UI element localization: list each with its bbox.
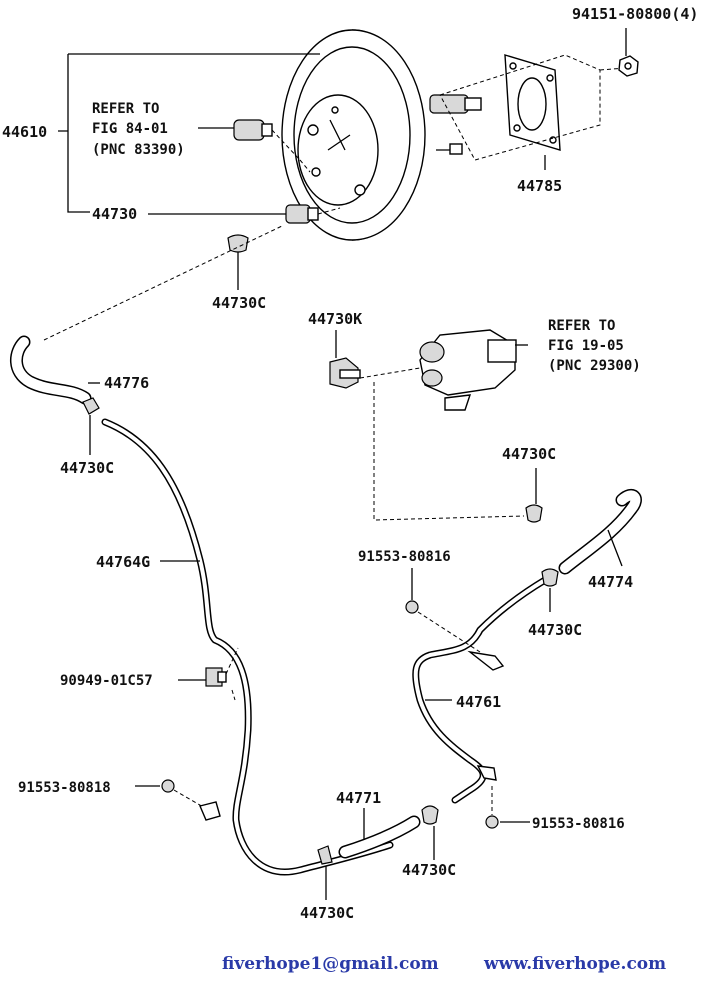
bolt-91553-80816-a (405, 600, 481, 653)
ref2-line1: REFER TO (548, 318, 615, 334)
label-44764g: 44764G (96, 553, 150, 571)
footer-email: fiverhope1@gmail.com (222, 954, 439, 974)
ref2-line2: FIG 19-05 (548, 338, 624, 354)
clip-44730c-bottom-mid (421, 805, 439, 825)
clip-44730c-mid (541, 568, 559, 587)
label-44730c-right: 44730C (502, 445, 556, 463)
hose-44774 (558, 489, 642, 575)
label-44730: 44730 (92, 205, 137, 223)
label-91553-80818: 91553-80818 (18, 780, 111, 796)
label-91553-80816-a: 91553-80816 (358, 549, 451, 565)
clip-44730c-left (82, 397, 100, 415)
vacuum-pump (419, 329, 528, 411)
label-44730c-bottom: 44730C (300, 904, 354, 922)
ref1-line2: FIG 84-01 (92, 121, 168, 137)
label-91553-80816-b: 91553-80816 (532, 816, 625, 832)
clip-44730c-right (525, 504, 543, 523)
pipe-44761 (412, 576, 549, 804)
reference-note-fig-19-05: REFER TO FIG 19-05 (PNC 29300) (548, 318, 641, 374)
label-90949-01c57: 90949-01C57 (60, 673, 153, 689)
gasket-44785 (439, 54, 626, 161)
union-44730k (329, 357, 361, 389)
clip-44730c-bottom (317, 845, 333, 865)
clamp-90949 (205, 667, 227, 687)
label-44761: 44761 (456, 693, 501, 711)
brake-booster (281, 29, 482, 241)
pipe-44764g (101, 418, 394, 876)
vacuum-sensor-part (233, 119, 311, 173)
label-94151-80800: 94151-80800(4) (572, 5, 698, 23)
footer-website: www.fiverhope.com (484, 954, 667, 974)
nut-94151 (618, 55, 639, 77)
ref1-line1: REFER TO (92, 101, 159, 117)
label-44730c-top: 44730C (212, 294, 266, 312)
ref2-line3: (PNC 29300) (548, 358, 641, 374)
label-44730c-mid: 44730C (528, 621, 582, 639)
label-44610: 44610 (2, 123, 47, 141)
clip-44730c-top (227, 234, 249, 253)
bolt-91553-80818 (161, 779, 206, 809)
label-44785: 44785 (517, 177, 562, 195)
reference-note-fig-84-01: REFER TO FIG 84-01 (PNC 83390) (92, 101, 185, 158)
check-valve-44730 (285, 204, 341, 224)
bolt-91553-80816-b (485, 786, 499, 829)
label-44771: 44771 (336, 789, 381, 807)
label-44730c-bottom-mid: 44730C (402, 861, 456, 879)
hose-44771 (338, 815, 421, 859)
label-44730k: 44730K (308, 310, 362, 328)
hose-44776 (10, 335, 92, 405)
label-44774: 44774 (588, 573, 633, 591)
ref1-line3: (PNC 83390) (92, 142, 185, 158)
label-44730c-left: 44730C (60, 459, 114, 477)
label-44776: 44776 (104, 374, 149, 392)
